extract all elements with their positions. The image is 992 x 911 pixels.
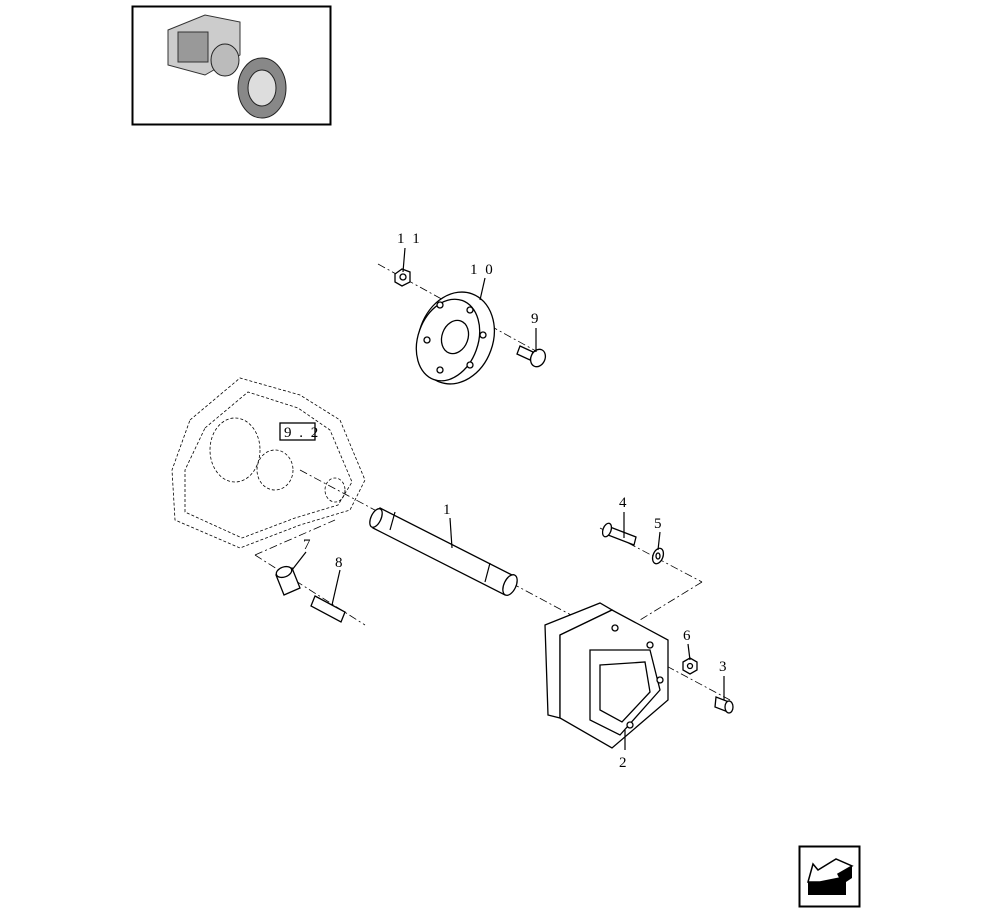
part-10-flange bbox=[415, 291, 495, 385]
arrow-back-icon bbox=[807, 858, 854, 895]
part-3-plug bbox=[714, 696, 734, 714]
callout-2[interactable]: 2 bbox=[619, 755, 629, 771]
part-6-nut bbox=[682, 657, 698, 675]
overview-thumbnail[interactable] bbox=[131, 5, 332, 126]
part-2-housing bbox=[544, 602, 669, 749]
callout-7[interactable]: 7 bbox=[303, 537, 313, 553]
thumbnail-tractor-image bbox=[167, 14, 287, 119]
part-8-stud bbox=[310, 595, 346, 623]
callout-4[interactable]: 4 bbox=[619, 495, 629, 511]
part-11-nut bbox=[394, 268, 411, 287]
svg-text:9 . 2: 9 . 2 bbox=[284, 425, 320, 441]
part-5-washer bbox=[651, 547, 665, 565]
callout-11[interactable]: 1 1 bbox=[397, 231, 422, 247]
gearbox-case-outline bbox=[171, 377, 366, 549]
callout-3[interactable]: 3 bbox=[719, 659, 729, 675]
part-4-bolt bbox=[601, 522, 637, 546]
callout-8[interactable]: 8 bbox=[335, 555, 345, 571]
callout-9[interactable]: 9 bbox=[531, 311, 541, 327]
callout-1[interactable]: 1 bbox=[443, 502, 453, 518]
part-7-bushing bbox=[275, 565, 301, 596]
reference-box-9-2[interactable]: 9 . 2 bbox=[279, 422, 320, 441]
leader-lines bbox=[291, 247, 725, 750]
part-1-shaft bbox=[369, 507, 518, 596]
callout-5[interactable]: 5 bbox=[654, 516, 664, 532]
part-9-bolt bbox=[516, 345, 547, 368]
callout-10[interactable]: 1 0 bbox=[470, 262, 495, 278]
back-button[interactable] bbox=[798, 845, 861, 908]
callout-6[interactable]: 6 bbox=[683, 628, 693, 644]
